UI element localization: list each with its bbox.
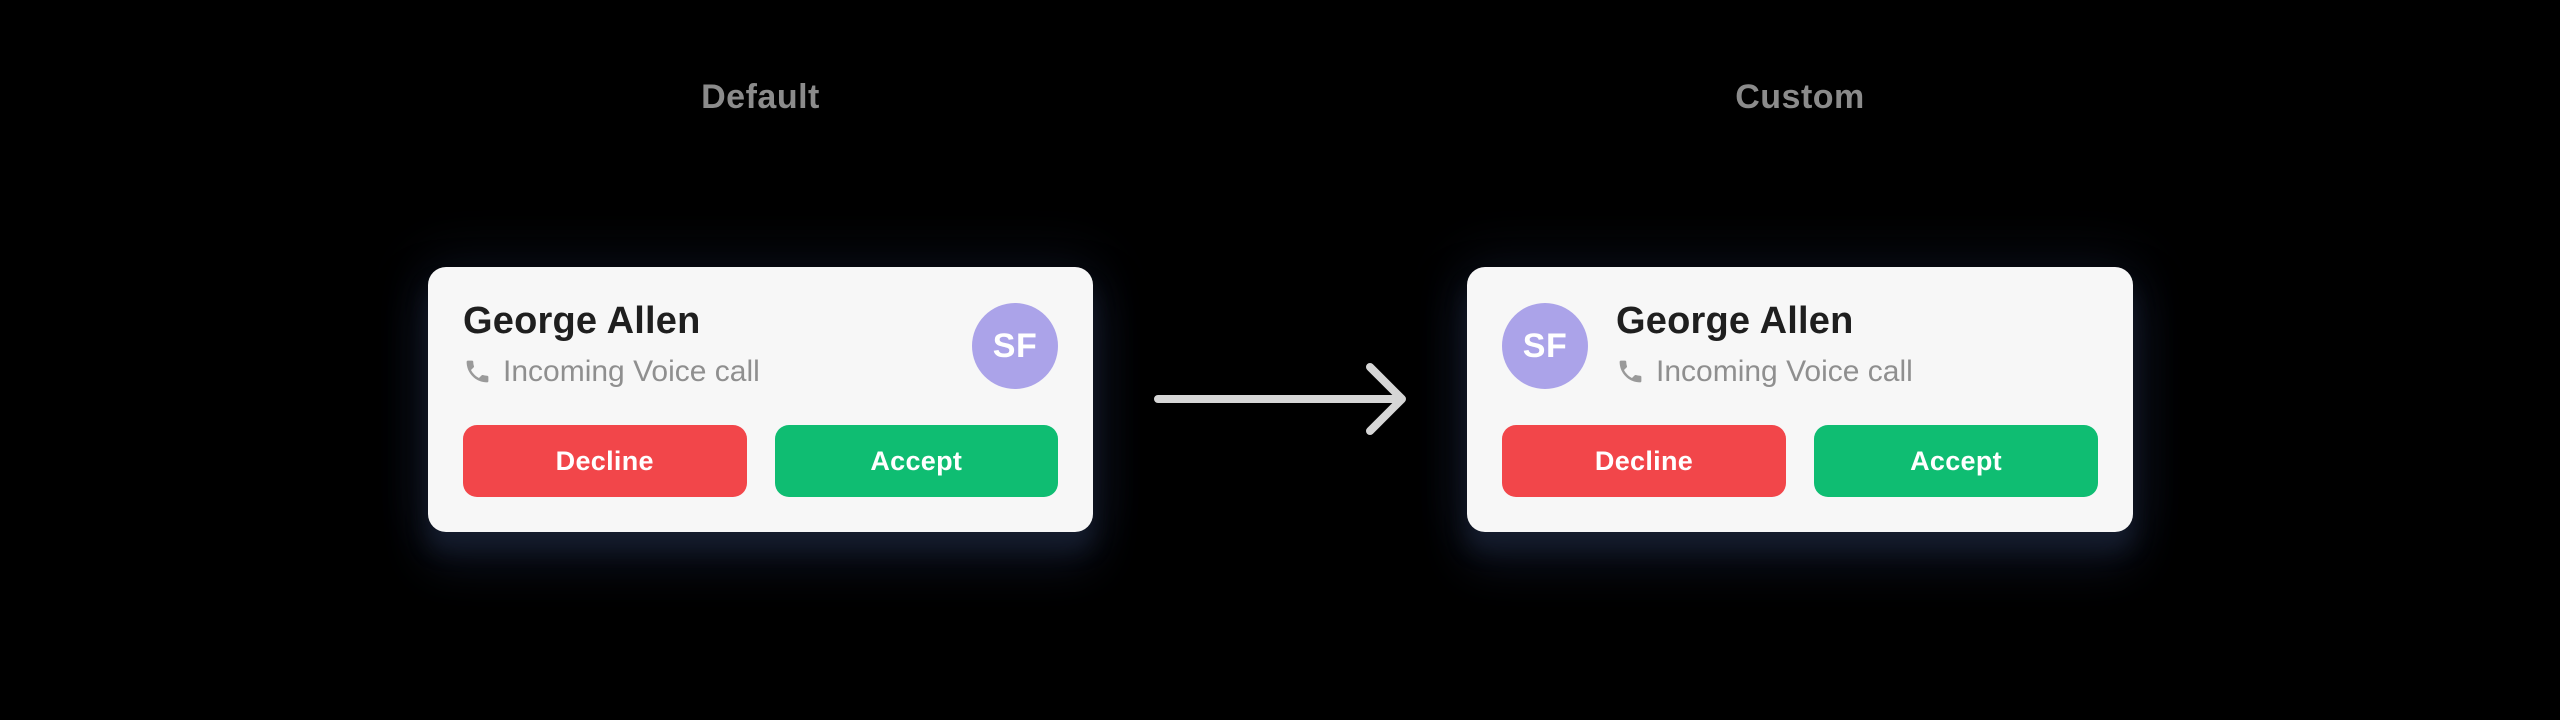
- caller-info: George Allen Incoming Voice call: [463, 300, 760, 389]
- accept-button[interactable]: Accept: [774, 425, 1058, 497]
- call-action-buttons: Decline Accept: [463, 425, 1058, 497]
- decline-button[interactable]: Decline: [1502, 425, 1786, 497]
- card-header: SF George Allen Incoming Voice call: [1502, 300, 2098, 389]
- caller-name: George Allen: [1616, 300, 1854, 342]
- phone-handset-icon: [1616, 357, 1645, 386]
- decline-button[interactable]: Decline: [463, 425, 747, 497]
- phone-handset-icon: [463, 357, 492, 386]
- incoming-call-card-custom: SF George Allen Incoming Voice call Decl…: [1467, 267, 2133, 532]
- avatar: SF: [1502, 303, 1588, 389]
- call-type-row: Incoming Voice call: [1616, 355, 1913, 389]
- caller-info: George Allen Incoming Voice call: [1616, 300, 1913, 389]
- arrow-right-icon: [1150, 360, 1412, 440]
- section-label-custom: Custom: [1735, 78, 1865, 116]
- call-action-buttons: Decline Accept: [1502, 425, 2098, 497]
- call-type-text: Incoming Voice call: [1656, 354, 1913, 388]
- call-type-text: Incoming Voice call: [503, 354, 760, 388]
- call-type-row: Incoming Voice call: [463, 355, 760, 389]
- accept-button[interactable]: Accept: [1814, 425, 2098, 497]
- avatar: SF: [972, 303, 1058, 389]
- incoming-call-card-default: George Allen Incoming Voice call SF Decl…: [428, 267, 1093, 532]
- caller-name: George Allen: [463, 300, 701, 342]
- card-header: George Allen Incoming Voice call SF: [463, 300, 1058, 389]
- section-label-default: Default: [701, 78, 820, 116]
